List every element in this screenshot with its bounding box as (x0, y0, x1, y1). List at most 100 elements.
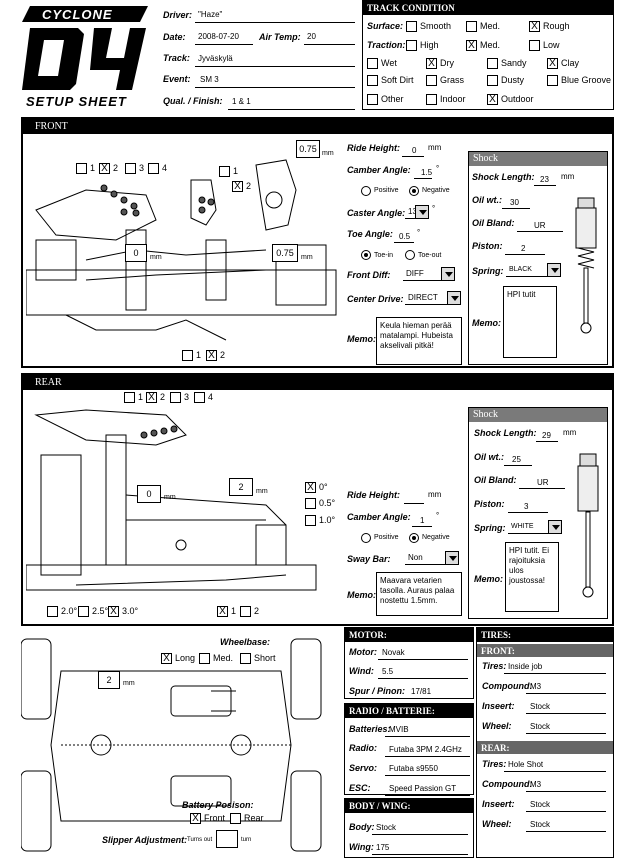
wind-value[interactable]: 5.5 (382, 667, 394, 676)
rear-shock-length[interactable]: 29 (542, 431, 551, 440)
f-hub-checkbox-1[interactable]: X (232, 181, 243, 192)
front-toe-in[interactable] (361, 250, 371, 260)
f-tower-checkbox-0[interactable] (76, 163, 87, 174)
front-shock-spring[interactable]: BLACK (506, 263, 561, 277)
surface-opts-checkbox-0[interactable] (406, 21, 417, 32)
front-ride-height[interactable]: 0 (412, 146, 417, 155)
tires-rear-compound[interactable]: M3 (530, 780, 542, 789)
r-squat-checkbox-1[interactable] (78, 606, 89, 617)
surface-opts-checkbox-1[interactable] (466, 21, 477, 32)
f-tower-checkbox-1[interactable]: X (99, 163, 110, 174)
r-squat-checkbox-0[interactable] (47, 606, 58, 617)
track-value[interactable]: Jyväskylä (198, 54, 233, 63)
surface-opts-checkbox-2[interactable]: X (529, 21, 540, 32)
cond2-checkbox-0[interactable] (367, 75, 378, 86)
r-toe-checkbox-2[interactable] (305, 515, 316, 526)
rear-spacer-left[interactable]: 0 (137, 485, 161, 503)
front-spacer-top[interactable]: 0.75 (296, 140, 320, 158)
battery-checkbox-0[interactable]: X (190, 813, 201, 824)
tires-front-wheel[interactable]: Stock (530, 722, 551, 731)
wing-value[interactable]: 175 (376, 843, 390, 852)
traction-opts-checkbox-2[interactable] (529, 40, 540, 51)
r-tower-checkbox-0[interactable] (124, 392, 135, 403)
front-center-select[interactable]: DIRECT (405, 291, 461, 305)
front-shock-length[interactable]: 23 (540, 175, 549, 184)
tires-front-compound[interactable]: M3 (530, 682, 542, 691)
tires-front-tires[interactable]: Inside job (508, 662, 543, 671)
battery-checkbox-1[interactable] (230, 813, 241, 824)
rear-shock-piston[interactable]: 3 (524, 502, 529, 511)
rear-camber-positive[interactable] (361, 533, 371, 543)
front-shock-oil[interactable]: 30 (510, 198, 519, 207)
r-toe-checkbox-1[interactable] (305, 498, 316, 509)
driver-value[interactable]: "Haze" (198, 10, 223, 19)
rear-shock-bland[interactable]: UR (537, 478, 549, 487)
spur-value[interactable]: 17/81 (411, 687, 432, 696)
cond2-checkbox-2[interactable] (487, 75, 498, 86)
cond3-checkbox-1[interactable] (426, 94, 437, 105)
front-diff-select[interactable]: DIFF (403, 267, 455, 281)
r-squat-checkbox-2[interactable]: X (108, 606, 119, 617)
front-shock-bland[interactable]: UR (534, 221, 546, 230)
front-camber-negative[interactable] (409, 186, 419, 196)
r-tower-checkbox-1[interactable]: X (146, 392, 157, 403)
cond1-checkbox-3[interactable]: X (547, 58, 558, 69)
front-camber-positive[interactable] (361, 186, 371, 196)
r-arm-checkbox-1[interactable] (240, 606, 251, 617)
event-value[interactable]: SM 3 (200, 75, 219, 84)
cond2-checkbox-1[interactable] (426, 75, 437, 86)
rear-shock-memo[interactable]: HPI tutit. Ei rajoituksia ulos joustossa… (505, 542, 559, 612)
wheelbase-checkbox-2[interactable] (240, 653, 251, 664)
airtemp-value[interactable]: 20 (307, 32, 316, 41)
motor-value[interactable]: Novak (382, 648, 405, 657)
front-memo[interactable]: Keula hieman perää matalampi. Hubeista a… (376, 317, 462, 365)
tires-rear-tires[interactable]: Hole Shot (508, 760, 544, 769)
traction-opts-checkbox-0[interactable] (406, 40, 417, 51)
qual-value[interactable]: 1 & 1 (232, 97, 251, 106)
front-caster-select[interactable]: 13 (405, 205, 429, 219)
r-toe-checkbox-0[interactable]: X (305, 482, 316, 493)
wheelbase-checkbox-1[interactable] (199, 653, 210, 664)
rear-camber-negative[interactable] (409, 533, 419, 543)
front-spacer-left[interactable]: 0 (125, 244, 147, 262)
front-toe[interactable]: 0.5 (399, 232, 411, 241)
chassis-spacer[interactable]: 2 (98, 671, 120, 689)
front-camber[interactable]: 1.5 (421, 168, 433, 177)
date-value[interactable]: 2008-07-20 (198, 32, 239, 41)
esc-value[interactable]: Speed Passion GT (389, 784, 457, 793)
cond3-checkbox-2[interactable]: X (487, 94, 498, 105)
slipper-turns[interactable] (216, 830, 238, 848)
cond1-checkbox-0[interactable] (367, 58, 378, 69)
r-tower-checkbox-3[interactable] (194, 392, 205, 403)
f-arm-checkbox-0[interactable] (182, 350, 193, 361)
rear-memo[interactable]: Maavara vetarien tasolla. Auraus palaa n… (376, 572, 462, 616)
servo-value[interactable]: Futaba s9550 (389, 764, 438, 773)
tires-rear-insert[interactable]: Stock (530, 800, 551, 809)
r-tower-checkbox-2[interactable] (170, 392, 181, 403)
r-arm-checkbox-0[interactable]: X (217, 606, 228, 617)
front-shock-memo[interactable]: HPI tutit (503, 286, 557, 358)
rear-shock-spring[interactable]: WHITE (508, 520, 562, 534)
front-shock-piston[interactable]: 2 (521, 244, 526, 253)
f-tower-checkbox-2[interactable] (125, 163, 136, 174)
tires-front-insert[interactable]: Stock (530, 702, 551, 711)
f-tower-checkbox-3[interactable] (148, 163, 159, 174)
wheelbase-checkbox-0[interactable]: X (161, 653, 172, 664)
rear-camber[interactable]: 1 (420, 516, 425, 525)
cond3-checkbox-0[interactable] (367, 94, 378, 105)
front-spacer-right[interactable]: 0.75 (272, 244, 298, 262)
rear-spacer-right[interactable]: 2 (229, 478, 253, 496)
cond1-checkbox-2[interactable] (487, 58, 498, 69)
f-hub-checkbox-0[interactable] (219, 166, 230, 177)
cond2-checkbox-3[interactable] (547, 75, 558, 86)
traction-opts-checkbox-1[interactable]: X (466, 40, 477, 51)
tires-rear-wheel[interactable]: Stock (530, 820, 551, 829)
f-arm-checkbox-1[interactable]: X (206, 350, 217, 361)
body-value[interactable]: Stock (376, 823, 397, 832)
radio-value[interactable]: Futaba 3PM 2.4GHz (389, 745, 462, 754)
batteries-value[interactable]: MVIB (389, 725, 409, 734)
front-toe-out[interactable] (405, 250, 415, 260)
rear-shock-oil[interactable]: 25 (512, 455, 521, 464)
rear-sway-select[interactable]: Non (405, 551, 459, 565)
cond1-checkbox-1[interactable]: X (426, 58, 437, 69)
